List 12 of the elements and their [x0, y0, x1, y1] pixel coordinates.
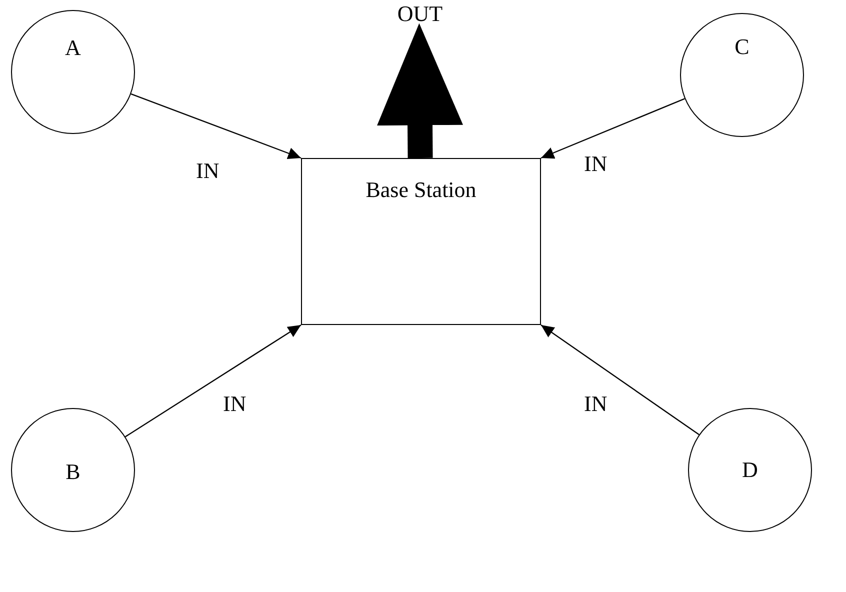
node-label: B [66, 461, 80, 483]
block-arrow [377, 23, 464, 158]
arrow [130, 93, 302, 160]
node-label: A [65, 37, 81, 59]
arrow [125, 324, 302, 438]
arrow [540, 324, 700, 436]
node-label: D [742, 459, 758, 481]
node-label: C [734, 36, 750, 58]
process-box [301, 158, 541, 325]
node-label: Base Station [366, 179, 476, 201]
output-label: OUT [397, 3, 443, 25]
arrow [540, 98, 685, 159]
